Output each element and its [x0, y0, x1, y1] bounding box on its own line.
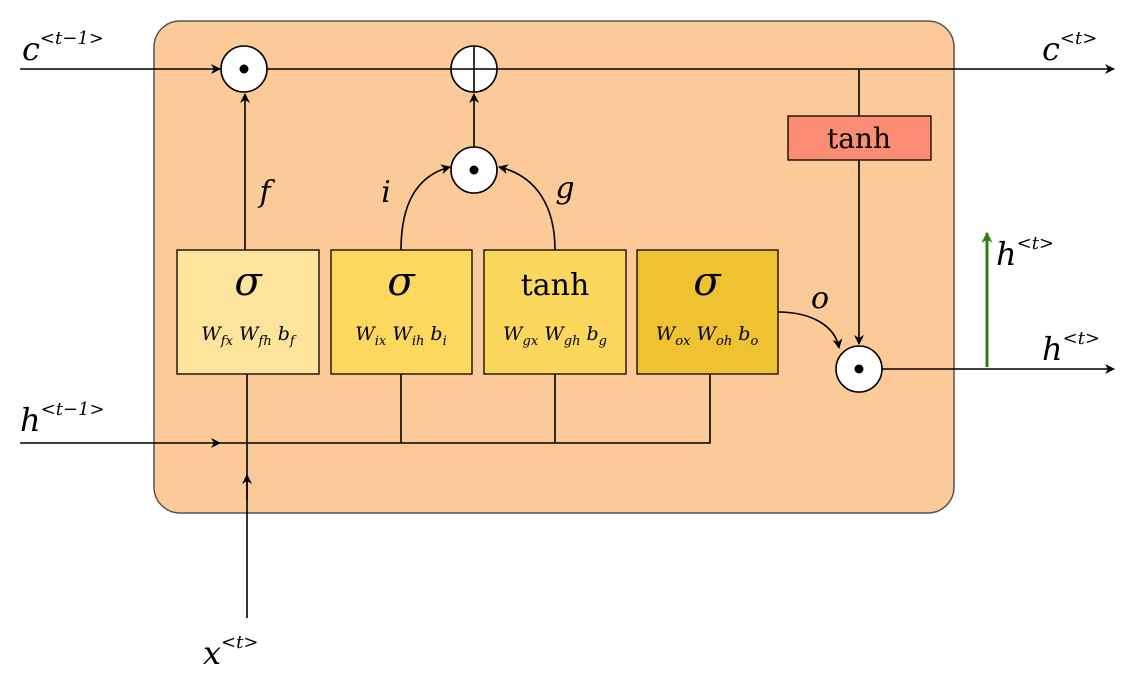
forget-multiply-operator — [220, 45, 268, 93]
candidate-gate-box — [483, 249, 627, 375]
h-up-label: h<t> — [996, 233, 1054, 273]
output-gate-symbol: σ — [693, 259, 722, 305]
x-input-label: x<t> — [203, 632, 258, 672]
candidate-gate-params: Wgx Wgh bg — [503, 323, 607, 350]
input-signal-label: i — [381, 175, 391, 210]
cell-tanh-box — [787, 115, 932, 161]
hadamard-dot-icon — [469, 165, 479, 175]
forget-gate-params: Wfx Wfh bf — [201, 323, 297, 350]
candidate-gate-arrow — [498, 164, 556, 251]
candidate-signal-label: g — [555, 171, 574, 206]
h-prev-label: h<t−1> — [20, 399, 105, 439]
add-operator — [450, 45, 498, 93]
c-output-label: c<t> — [1042, 28, 1097, 68]
cell-tanh-label: tanh — [827, 122, 891, 155]
h-output-label: h<t> — [1042, 328, 1100, 368]
hadamard-dot-icon — [854, 364, 864, 374]
c-prev-label: c<t−1> — [22, 28, 104, 68]
forget-gate-symbol: σ — [234, 259, 263, 305]
output-gate-arrow — [777, 311, 843, 349]
h-prev-bus-line — [220, 374, 711, 444]
input-multiply-operator — [450, 146, 498, 194]
input-gate-params: Wix Wih bi — [355, 323, 447, 350]
output-signal-label: o — [811, 281, 829, 316]
output-gate-params: Wox Woh bo — [656, 323, 759, 350]
output-gate-box — [636, 249, 779, 375]
candidate-gate-symbol: tanh — [521, 268, 590, 303]
input-gate-arrow — [400, 164, 451, 251]
hadamard-dot-icon — [239, 64, 249, 74]
forget-gate-box — [176, 249, 320, 375]
output-multiply-operator — [835, 345, 883, 393]
input-gate-box — [330, 249, 473, 375]
input-gate-symbol: σ — [387, 259, 416, 305]
